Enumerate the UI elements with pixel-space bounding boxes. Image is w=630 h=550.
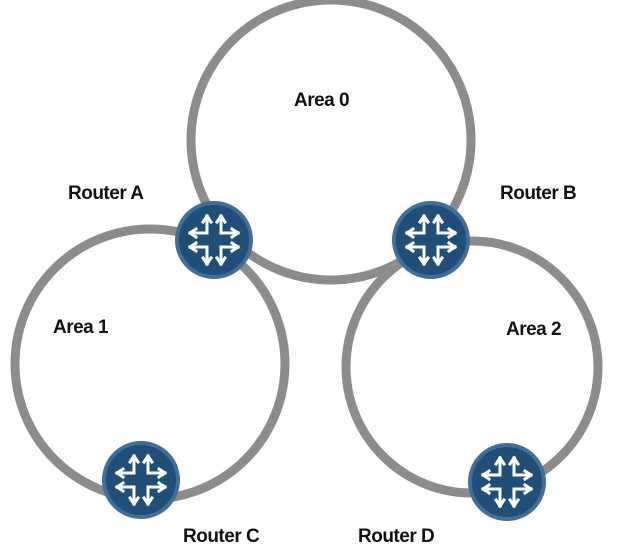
area-0-ring <box>186 0 476 285</box>
router-icon <box>468 443 546 521</box>
router-b <box>392 201 470 279</box>
area-0-label: Area 0 <box>294 90 349 111</box>
router-a-label: Router A <box>68 183 144 204</box>
router-icon <box>175 201 253 279</box>
router-icon <box>102 441 180 519</box>
router-c-label: Router C <box>183 526 260 547</box>
router-icon <box>392 201 470 279</box>
router-d <box>468 443 546 521</box>
router-d-label: Router D <box>358 526 434 547</box>
router-a <box>175 201 253 279</box>
area-2-label: Area 2 <box>506 319 561 340</box>
area-2-ring <box>341 236 603 498</box>
router-c <box>102 441 180 519</box>
router-b-label: Router B <box>500 183 576 204</box>
area-1-label: Area 1 <box>53 317 109 338</box>
